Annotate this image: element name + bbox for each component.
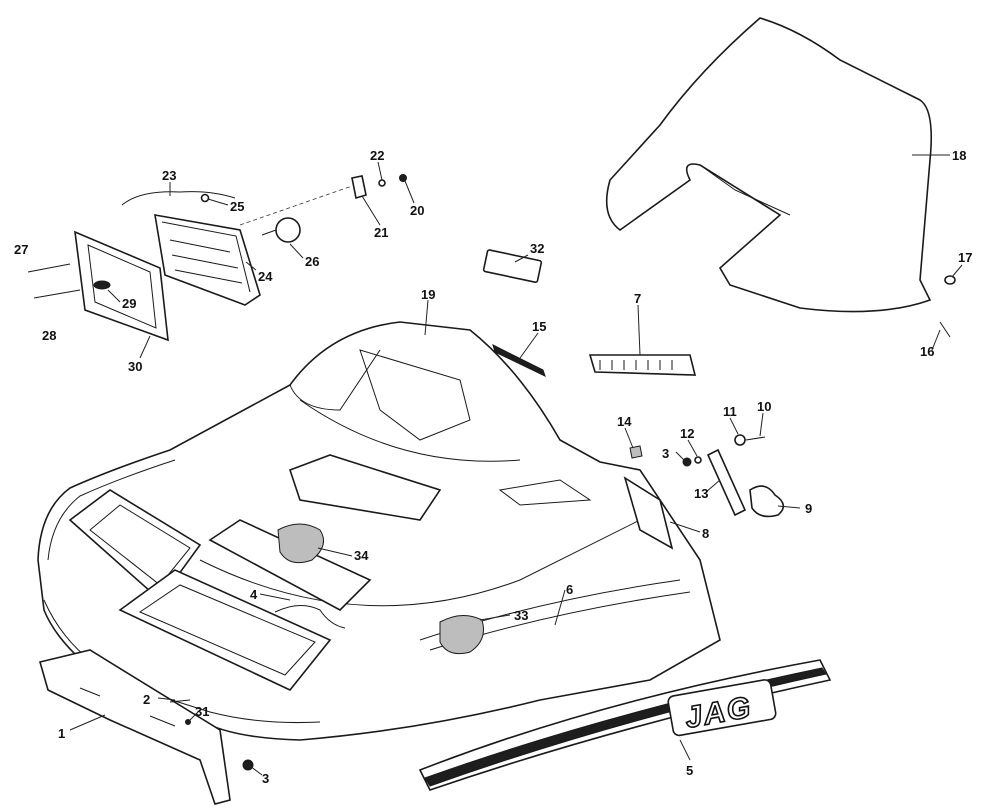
- callout-12: 12: [680, 426, 694, 441]
- callout-22: 22: [370, 148, 384, 163]
- callout-10: 10: [757, 399, 771, 414]
- callout-24: 24: [258, 269, 273, 284]
- side-trim-stripe: [418, 659, 832, 791]
- callout-2: 2: [143, 692, 150, 707]
- callout-5: 5: [686, 763, 693, 778]
- washer-12: [694, 456, 702, 464]
- callout-8: 8: [702, 526, 709, 541]
- callout-14: 14: [617, 414, 632, 429]
- latch-arm-13: [706, 448, 747, 517]
- pin-16: [939, 321, 951, 338]
- leader-lines: [69, 154, 963, 776]
- callout-9: 9: [805, 501, 812, 516]
- callout-3: 3: [662, 446, 669, 461]
- nut-3-bottom: [242, 759, 254, 771]
- bolt-10: [745, 436, 766, 441]
- callout-4: 4: [250, 587, 258, 602]
- vent-grille-7: [588, 354, 697, 376]
- callout-21: 21: [374, 225, 388, 240]
- callout-15: 15: [532, 319, 546, 334]
- callout-6: 6: [566, 582, 573, 597]
- callout-3-bottom: 3: [262, 771, 269, 786]
- callout-20: 20: [410, 203, 424, 218]
- trim-strip-15: [492, 344, 546, 377]
- nut-31: [185, 719, 191, 725]
- latch-hook-9: [749, 485, 785, 518]
- rivet-14: [629, 445, 643, 459]
- hood-body: [37, 321, 721, 741]
- callout-26: 26: [305, 254, 319, 269]
- decal-patch-34: [277, 523, 325, 564]
- callout-labels: 1 2 3 3 4 5 6 7 8 9 10 11 12 13 14 15 16…: [14, 148, 972, 786]
- callout-34: 34: [354, 548, 369, 563]
- callout-13: 13: [694, 486, 708, 501]
- callout-30: 30: [128, 359, 142, 374]
- nut-3: [682, 457, 692, 467]
- callout-16: 16: [920, 344, 934, 359]
- callout-25: 25: [230, 199, 244, 214]
- decal-patch-33: [439, 615, 484, 655]
- windshield: [605, 17, 933, 313]
- decal-plate-32: [482, 249, 543, 284]
- callout-27: 27: [14, 242, 28, 257]
- callout-32: 32: [530, 241, 544, 256]
- callout-11: 11: [723, 404, 737, 419]
- callout-29: 29: [122, 296, 136, 311]
- callout-33: 33: [514, 608, 528, 623]
- headlight-assembly: [27, 174, 407, 342]
- callout-31: 31: [195, 704, 209, 719]
- screw-2: [169, 699, 191, 703]
- callout-7: 7: [634, 291, 641, 306]
- washer-11: [734, 434, 746, 446]
- side-panel-8: [623, 476, 674, 550]
- callout-23: 23: [162, 168, 176, 183]
- hood-script-decal: [274, 605, 346, 629]
- callout-17: 17: [958, 250, 972, 265]
- front-bumper: [39, 649, 231, 805]
- callout-28: 28: [42, 328, 56, 343]
- callout-19: 19: [421, 287, 435, 302]
- grommet-17: [944, 275, 956, 285]
- callout-18: 18: [952, 148, 966, 163]
- callout-1: 1: [58, 726, 65, 741]
